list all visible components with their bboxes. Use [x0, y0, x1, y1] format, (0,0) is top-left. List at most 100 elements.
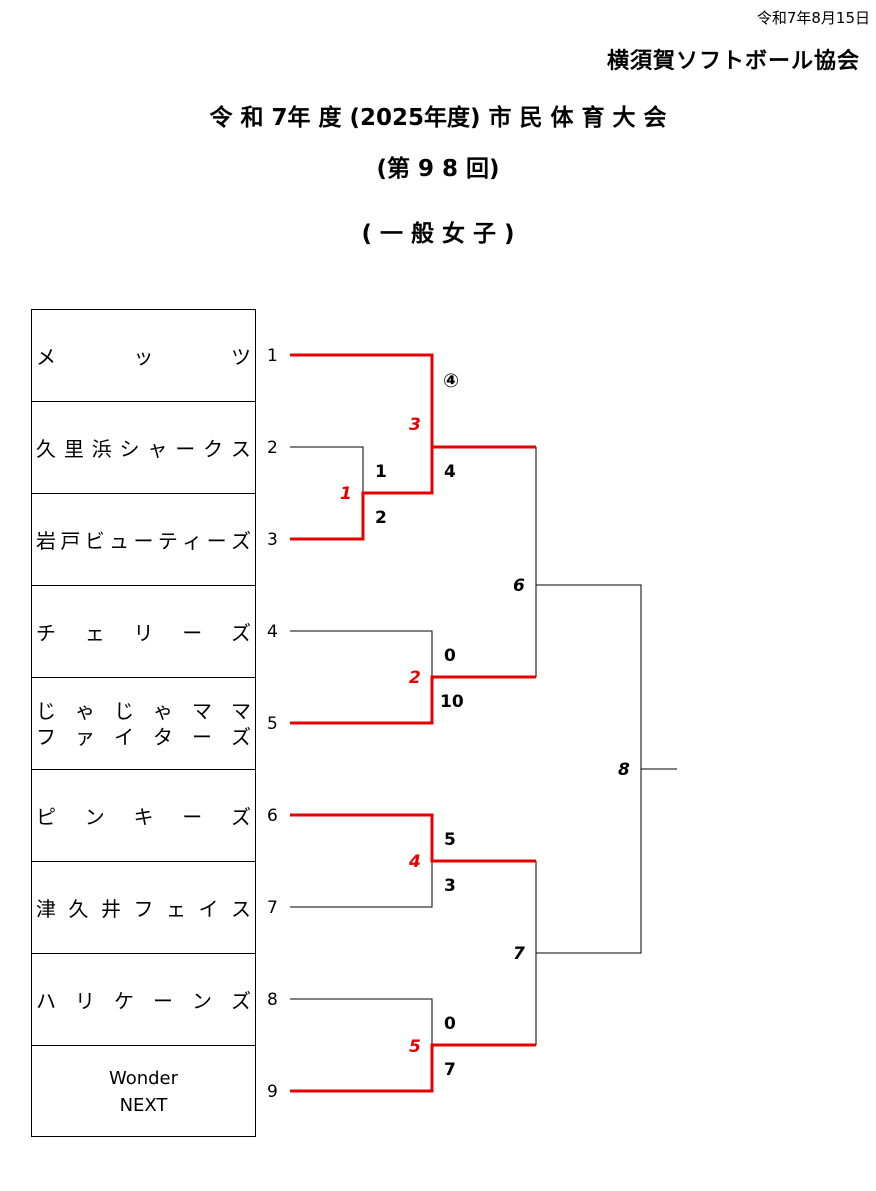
bracket-line-semifinal-2 — [535, 769, 642, 954]
team-name: ピンキーズ — [36, 801, 251, 830]
team-name-char: ス — [231, 897, 251, 921]
score-game3-top-mark: ④ — [443, 370, 460, 392]
team-name-char: 久 — [36, 437, 56, 461]
team-name-char: ェ — [166, 897, 186, 921]
team-table: メッツ 久里浜シャークス 岩戸ビューティーズ チェリーズ じゃじゃママファイター… — [31, 309, 256, 1137]
team-name-char: ー — [175, 437, 196, 461]
game-number: 1 — [340, 484, 352, 504]
seed-number: 8 — [267, 990, 278, 1010]
team-name-char: マ — [192, 698, 212, 723]
score-game5-top: 0 — [444, 1014, 456, 1034]
seed-number: 3 — [267, 530, 278, 550]
tournament-title: 令 和 7年 度 (2025年度) 市 民 体 育 大 会 — [209, 105, 667, 131]
bracket-line-semifinal-1 — [535, 447, 642, 769]
score-game2-top: 0 — [444, 646, 456, 666]
team-name-char: ツ — [231, 345, 251, 369]
team-name-char: ズ — [231, 989, 251, 1013]
seed-number: 7 — [267, 898, 278, 918]
category-label: ( 一 般 女 子 ) — [361, 221, 515, 247]
edition-label: (第 9 8 回) — [376, 156, 500, 182]
score-game2-bottom: 10 — [440, 692, 464, 712]
score-game4-top: 5 — [444, 830, 456, 850]
team-name-char: ャ — [147, 437, 168, 461]
team-name: 津久井フェイス — [36, 893, 251, 922]
score-game3-bottom: 4 — [444, 462, 456, 482]
game-number: 7 — [513, 944, 525, 964]
team-cell-6: ピンキーズ — [32, 770, 255, 862]
team-name-char: ズ — [231, 529, 251, 553]
team-name-char: 久 — [68, 897, 89, 921]
team-name-char: ン — [84, 805, 105, 829]
team-name-char: 戸 — [60, 529, 81, 553]
seed-number: 1 — [267, 346, 278, 366]
team-name: 岩戸ビューティーズ — [36, 525, 251, 554]
team-name-char: ゃ — [153, 698, 173, 723]
team-name-char: イ — [114, 724, 134, 749]
winner-line-team-6 — [290, 813, 536, 863]
team-name-char: リ — [133, 621, 154, 645]
team-name-char: フ — [36, 724, 56, 749]
score-game4-bottom: 3 — [444, 876, 456, 896]
team-cell-8: ハリケーンズ — [32, 954, 255, 1046]
team-name-char: 浜 — [91, 437, 112, 461]
seed-number: 6 — [267, 806, 278, 826]
date-label: 令和7年8月15日 — [756, 9, 870, 27]
team-name-char: ス — [230, 437, 251, 461]
team-name-char: イ — [198, 897, 219, 921]
bracket-lines-red — [290, 353, 536, 1093]
seed-number: 4 — [267, 622, 278, 642]
bracket-lines-black — [290, 446, 677, 1045]
team-name-char: じ — [114, 698, 134, 723]
winner-line-team-5 — [290, 675, 536, 725]
team-name-char: キ — [133, 805, 154, 829]
team-name-char: ビ — [84, 529, 105, 553]
team-name-char: タ — [153, 724, 173, 749]
team-name-char: 井 — [101, 897, 121, 921]
bracket-line-team-4 — [290, 630, 433, 677]
team-name-char: ハ — [36, 989, 56, 1013]
team-cell-3: 岩戸ビューティーズ — [32, 494, 255, 586]
team-name-char: ン — [192, 989, 212, 1013]
team-name-char: 里 — [63, 437, 84, 461]
team-name-row: ファイターズ — [36, 724, 251, 750]
bracket-line-team-2 — [290, 446, 364, 493]
winner-line-team-3 — [290, 447, 434, 541]
seed-number: 2 — [267, 438, 278, 458]
team-name-char: ー — [182, 805, 203, 829]
game-number: 3 — [409, 415, 421, 435]
score-game1-bottom: 2 — [375, 508, 387, 528]
team-name-char: ー — [153, 989, 173, 1013]
team-name: ハリケーンズ — [36, 985, 251, 1014]
team-name-char: ー — [206, 529, 227, 553]
game-number: 6 — [513, 576, 525, 596]
team-name-char: ッ — [133, 345, 154, 369]
team-name: 久里浜シャークス — [36, 433, 251, 462]
team-name-char: ー — [192, 724, 212, 749]
team-cell-1: メッツ — [32, 310, 255, 402]
team-name-char: メ — [36, 345, 56, 369]
team-name-row: じゃじゃママ — [36, 698, 251, 724]
team-name-line-2: NEXT — [119, 1095, 168, 1116]
game-number: 4 — [409, 852, 421, 872]
bracket-line-team-8 — [290, 998, 433, 1045]
team-name-char: ピ — [36, 805, 56, 829]
game-number: 2 — [409, 668, 421, 688]
team-cell-7: 津久井フェイス — [32, 862, 255, 954]
team-name-char: 岩 — [36, 529, 56, 553]
team-name-char: ァ — [75, 724, 95, 749]
team-cell-2: 久里浜シャークス — [32, 402, 255, 494]
team-name-char: リ — [75, 989, 95, 1013]
team-name-char: じ — [36, 698, 56, 723]
winner-line-team-1 — [290, 353, 536, 449]
seed-number: 5 — [267, 714, 278, 734]
team-name-char: ュ — [109, 529, 130, 553]
association-name: 横須賀ソフトボール協会 — [606, 49, 860, 74]
game-number: 5 — [409, 1037, 421, 1057]
bracket-line-team-7 — [290, 861, 433, 908]
team-name-char: ズ — [231, 724, 251, 749]
team-name-char: ズ — [231, 805, 251, 829]
team-cell-9: Wonder NEXT — [32, 1046, 255, 1138]
team-name-char: テ — [157, 529, 178, 553]
game-number: 8 — [618, 760, 630, 780]
